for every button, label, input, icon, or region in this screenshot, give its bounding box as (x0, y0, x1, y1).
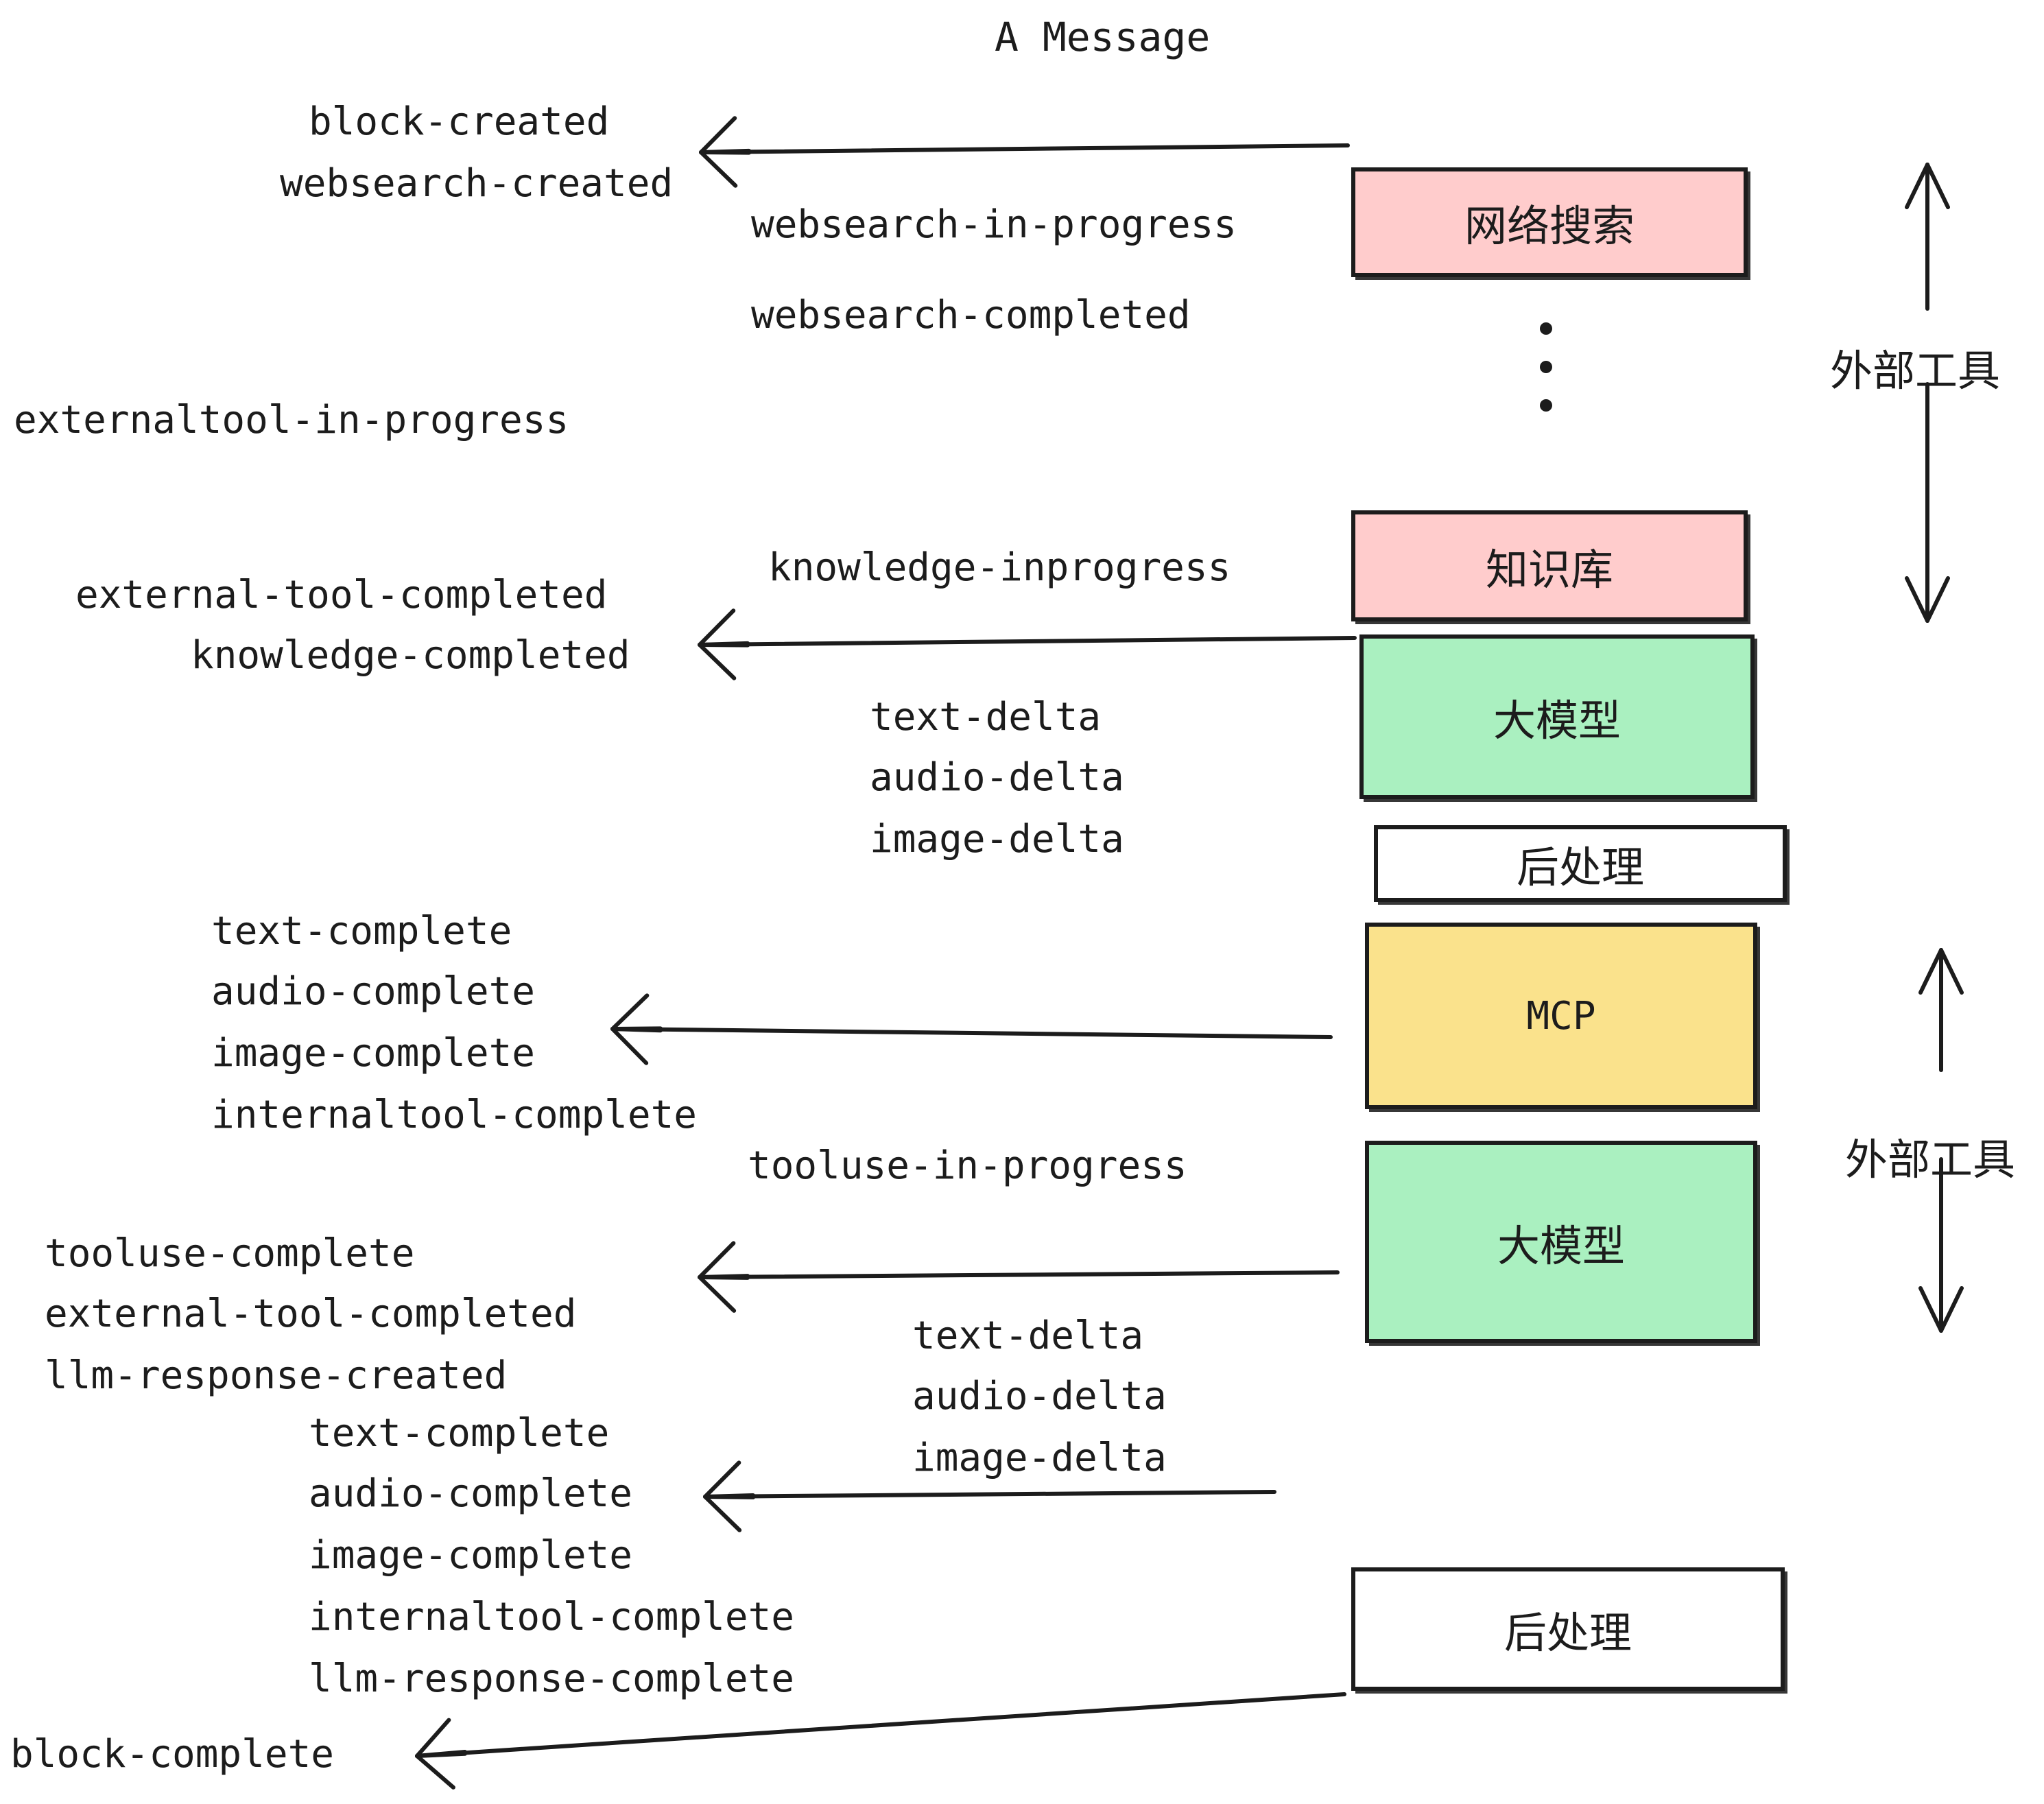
node-post-2: 后处理 (1351, 1567, 1785, 1691)
external-tool-range-top-lower-barb-r (1925, 576, 1950, 623)
event-label-llm-response-complete: llm-response-complete (309, 1657, 795, 1701)
event-label-tooluse-in-progress: tooluse-in-progress (748, 1143, 1187, 1188)
event-label-external-tool-completed-2: external-tool-completed (45, 1292, 577, 1336)
event-label-image-delta-1: image-delta (870, 817, 1124, 862)
node-llm-1: 大模型 (1359, 634, 1755, 799)
arrow-image-complete-head2-barb-1 (610, 1027, 649, 1065)
arrow-image-complete-head-barb-1 (610, 1027, 663, 1033)
arrow-audio-complete-head-barb-0 (703, 1460, 741, 1499)
node-knowledge: 知识库 (1351, 510, 1748, 621)
arrow-image-complete-shaft (610, 1027, 1333, 1039)
external-tool-range-bottom-upper-barb-r (1939, 948, 1964, 995)
event-label-knowledge-inprogress: knowledge-inprogress (768, 545, 1231, 590)
event-label-text-complete-2: text-complete (309, 1411, 610, 1456)
arrow-tooluse-complete-shaft (698, 1270, 1340, 1279)
arrow-knowledge-completed-head-barb-0 (698, 608, 736, 647)
arrow-block-complete-head2-barb-0 (415, 1749, 467, 1758)
node-post-1: 后处理 (1374, 825, 1787, 902)
arrow-tooluse-complete-head2-barb-0 (698, 1274, 750, 1279)
arrow-block-created-head2-barb-0 (699, 148, 751, 154)
arrow-tooluse-complete-head-barb-1 (698, 1275, 750, 1280)
arrow-tooluse-complete-head2-barb-1 (698, 1275, 737, 1313)
arrow-audio-complete-head2-barb-1 (703, 1495, 742, 1532)
external-tool-range-bottom-upper-barb-l (1918, 948, 1943, 995)
node-label: 知识库 (1485, 545, 1613, 595)
event-label-image-complete-2: image-complete (309, 1533, 633, 1578)
node-label: 后处理 (1516, 842, 1644, 892)
arrow-block-created-head-barb-0 (699, 116, 737, 154)
event-label-block-created: block-created (309, 99, 610, 144)
side-label-external-tool-top: 外部工具 (1830, 346, 2001, 396)
event-label-externaltool-in-progress: externaltool-in-progress (14, 398, 569, 442)
arrow-knowledge-completed-shaft (698, 636, 1357, 647)
arrow-audio-complete-head2-barb-0 (703, 1493, 755, 1499)
event-label-image-delta-2: image-delta (912, 1436, 1167, 1480)
arrow-audio-complete-shaft (703, 1490, 1276, 1499)
vertical-ellipsis-icon (1540, 322, 1552, 412)
node-label: 大模型 (1493, 696, 1621, 746)
event-label-audio-complete-2: audio-complete (309, 1471, 633, 1516)
external-tool-range-bottom-lower-barb-l (1918, 1286, 1943, 1333)
node-label: MCP (1526, 993, 1596, 1039)
node-label: 大模型 (1497, 1220, 1625, 1271)
arrow-tooluse-complete-head-barb-0 (698, 1241, 736, 1279)
event-label-websearch-in-progress: websearch-in-progress (751, 202, 1237, 247)
arrow-block-complete-head2-barb-1 (415, 1754, 455, 1790)
ellipsis-dot (1540, 361, 1552, 373)
external-tool-range-top-upper-barb-l (1905, 163, 1929, 209)
arrow-block-complete-head-barb-0 (415, 1718, 451, 1758)
ellipsis-dot (1540, 399, 1552, 412)
event-label-image-complete-1: image-complete (211, 1031, 536, 1076)
event-label-text-delta-2: text-delta (912, 1314, 1144, 1358)
event-label-tooluse-complete: tooluse-complete (45, 1231, 415, 1276)
arrow-block-created-shaft (699, 143, 1350, 154)
event-label-internaltool-complete-2: internaltool-complete (309, 1595, 795, 1639)
arrow-knowledge-completed-head2-barb-0 (698, 641, 750, 647)
external-tool-range-top-upper-barb-r (1925, 163, 1950, 209)
node-label: 后处理 (1504, 1608, 1632, 1658)
event-label-internaltool-complete-1: internaltool-complete (211, 1093, 698, 1137)
event-label-llm-response-created: llm-response-created (45, 1353, 508, 1398)
event-label-websearch-created: websearch-created (280, 161, 674, 206)
node-label: 网络搜索 (1464, 201, 1635, 251)
external-tool-range-bottom-lower-barb-r (1939, 1286, 1964, 1333)
node-mcp: MCP (1365, 923, 1757, 1109)
event-label-audio-delta-1: audio-delta (870, 755, 1124, 800)
event-label-audio-complete-1: audio-complete (211, 969, 536, 1014)
arrow-image-complete-head2-barb-0 (610, 1026, 663, 1031)
arrow-block-created-head2-barb-1 (699, 150, 738, 188)
arrow-image-complete-head-barb-0 (610, 993, 650, 1031)
event-label-external-tool-completed-1: external-tool-completed (75, 573, 608, 617)
arrow-knowledge-completed-head2-barb-1 (698, 643, 737, 680)
node-websearch: 网络搜索 (1351, 167, 1748, 277)
side-label-external-tool-bottom: 外部工具 (1845, 1135, 2016, 1185)
event-label-text-delta-1: text-delta (870, 695, 1102, 739)
event-label-knowledge-completed: knowledge-completed (191, 633, 630, 678)
ellipsis-dot (1540, 322, 1552, 335)
event-label-text-complete-1: text-complete (211, 909, 512, 953)
event-label-block-complete: block-complete (10, 1732, 335, 1777)
event-label-websearch-completed: websearch-completed (751, 293, 1191, 337)
arrow-block-created-head-barb-1 (699, 150, 751, 155)
arrow-block-complete-head-barb-1 (415, 1751, 467, 1758)
arrow-block-complete-shaft (415, 1692, 1346, 1758)
node-llm-2: 大模型 (1365, 1141, 1757, 1343)
event-label-audio-delta-2: audio-delta (912, 1374, 1167, 1419)
external-tool-range-top-lower-barb-l (1905, 576, 1929, 623)
page-title: A Message (995, 14, 1211, 60)
